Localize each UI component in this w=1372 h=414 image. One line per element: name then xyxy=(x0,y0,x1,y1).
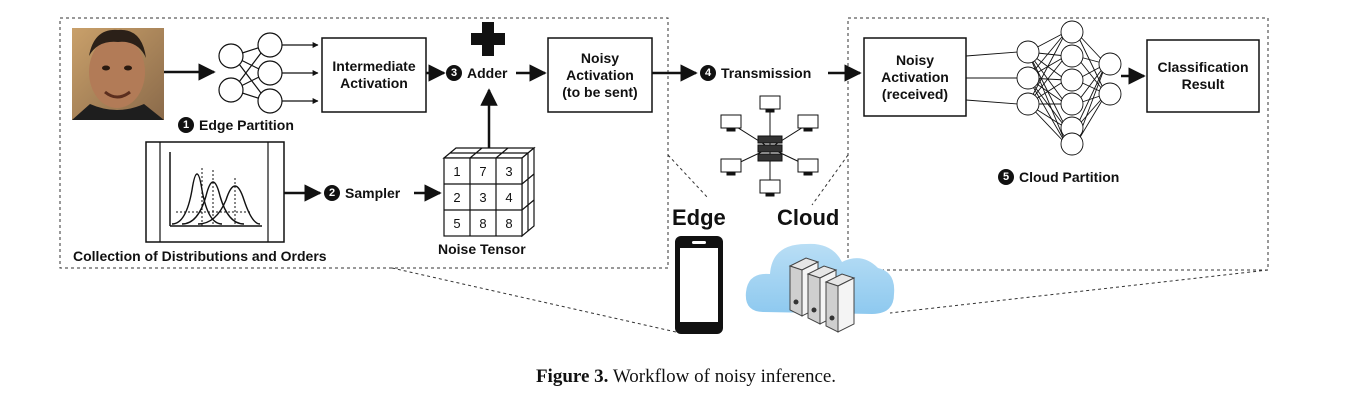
step-4-badge: 4 xyxy=(700,65,716,81)
cloud-partition-text: Cloud Partition xyxy=(1019,169,1120,185)
tensor-cell: 2 xyxy=(453,189,461,205)
edge-neural-network xyxy=(218,32,319,114)
sampler-label: 2 Sampler xyxy=(324,185,400,201)
noisy-activation-received-box xyxy=(863,37,967,117)
transmission-label: 4 Transmission xyxy=(700,65,811,81)
caption-prefix: Figure 3. xyxy=(535,366,609,387)
tensor-cell: 4 xyxy=(505,189,513,205)
noise-tensor-label: Noise Tensor xyxy=(438,241,526,257)
cloud-server-icon xyxy=(745,243,895,333)
tensor-cell: 7 xyxy=(479,163,487,179)
adder-label: 3 Adder xyxy=(446,65,507,81)
step-3-badge: 3 xyxy=(446,65,462,81)
distributions-label: Collection of Distributions and Orders xyxy=(73,248,327,264)
cloud-region xyxy=(847,17,1269,271)
plus-icon xyxy=(471,22,505,56)
edge-label: Edge xyxy=(672,205,726,230)
noise-tensor-cube xyxy=(442,146,536,238)
cloud-label: Cloud xyxy=(777,205,840,230)
tensor-cell: 8 xyxy=(479,215,487,231)
noisy-activation-sent-label: Noisy Activation (to be sent) xyxy=(562,49,638,100)
edge-region xyxy=(59,17,669,269)
tensor-cell: 8 xyxy=(505,215,513,231)
edge-partition-text: Edge Partition xyxy=(199,117,294,133)
intermediate-activation-box xyxy=(321,37,427,113)
tensor-cell: 1 xyxy=(453,163,461,179)
sampler-text: Sampler xyxy=(345,185,401,201)
transmission-text: Transmission xyxy=(721,65,812,81)
step-5-badge: 5 xyxy=(998,169,1014,185)
network-topology-icon xyxy=(720,95,819,197)
tensor-cell: 3 xyxy=(505,163,513,179)
classification-result-box xyxy=(1146,39,1260,113)
intermediate-activation-label: Intermediate Activation xyxy=(332,58,416,91)
cloud-partition-label: 5 Cloud Partition xyxy=(998,169,1119,185)
edge-partition-label: 1 Edge Partition xyxy=(178,117,294,133)
step-2-badge: 2 xyxy=(324,185,340,201)
caption-text: Workflow of noisy inference. xyxy=(608,366,837,387)
cloud-neural-network xyxy=(965,20,1122,156)
noisy-activation-sent-box xyxy=(547,37,653,113)
tensor-cell: 3 xyxy=(479,189,487,205)
face-photo xyxy=(72,28,164,120)
distributions-panel xyxy=(145,141,285,243)
figure-caption: Figure 3. Workflow of noisy inference. xyxy=(0,366,1372,388)
classification-result-label: Classification Result xyxy=(1157,59,1249,92)
smartphone-icon xyxy=(675,236,723,334)
adder-text: Adder xyxy=(467,65,508,81)
tensor-cell: 5 xyxy=(453,215,461,231)
step-1-badge: 1 xyxy=(178,117,194,133)
noisy-activation-received-label: Noisy Activation (received) xyxy=(881,51,949,102)
